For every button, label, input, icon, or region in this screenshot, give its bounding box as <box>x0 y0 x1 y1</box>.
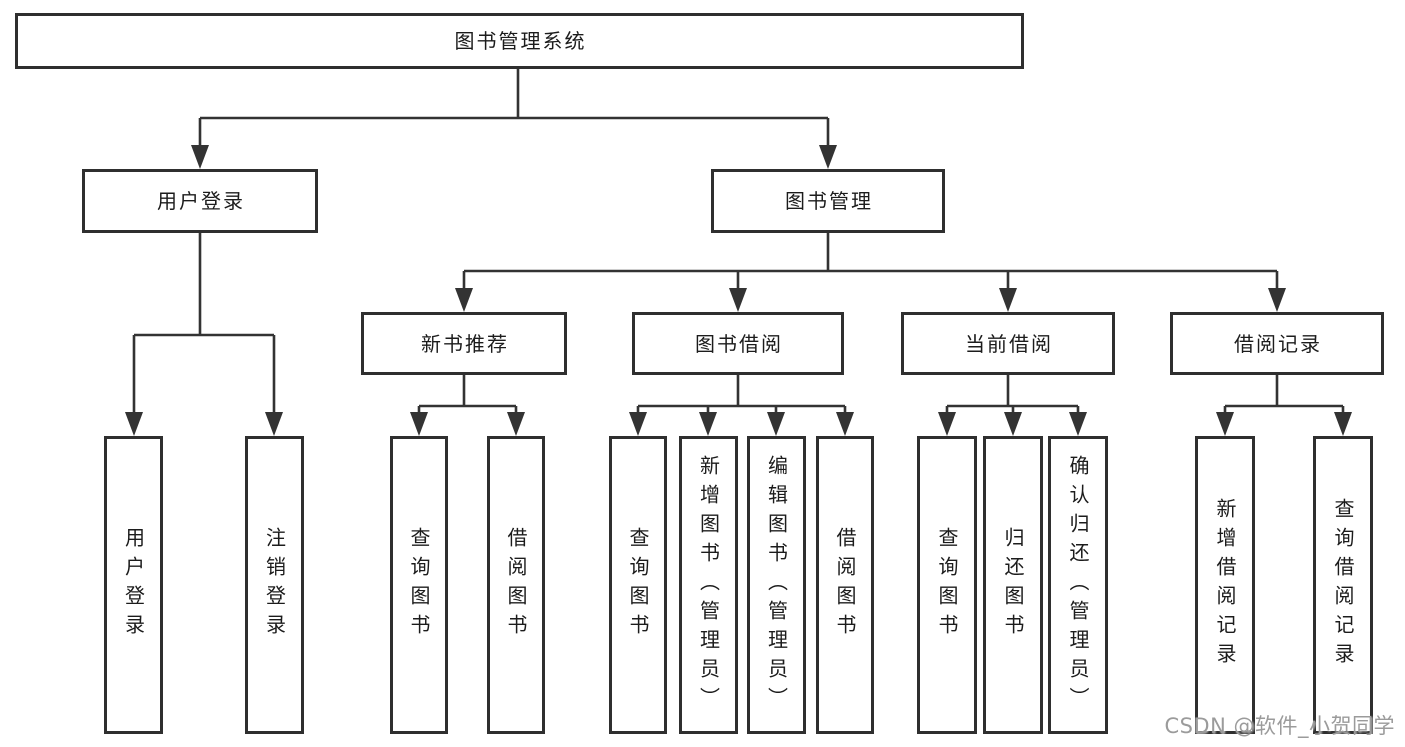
node-book-management: 图书管理 <box>711 169 945 233</box>
node-current-borrow: 当前借阅 <box>901 312 1115 375</box>
watermark: CSDN @软件_小贺同学 <box>1164 714 1395 738</box>
node-user-login-leaf: 用户登录 <box>104 436 163 734</box>
node-user-login: 用户登录 <box>82 169 318 233</box>
node-root: 图书管理系统 <box>15 13 1024 69</box>
node-bb-borrow-book: 借阅图书 <box>816 436 874 734</box>
node-cb-query-book: 查询图书 <box>917 436 977 734</box>
node-logout-leaf: 注销登录 <box>245 436 304 734</box>
node-bb-query-book: 查询图书 <box>609 436 667 734</box>
node-new-book-recommend: 新书推荐 <box>361 312 567 375</box>
node-bb-add-book: 新增图书（管理员） <box>679 436 738 734</box>
node-nbr-borrow-book: 借阅图书 <box>487 436 545 734</box>
node-cb-return-book: 归还图书 <box>983 436 1043 734</box>
node-book-borrow: 图书借阅 <box>632 312 844 375</box>
arrowheads <box>125 145 1352 436</box>
node-cb-confirm-return: 确认归还（管理员） <box>1048 436 1108 734</box>
node-br-query-record: 查询借阅记录 <box>1313 436 1373 734</box>
node-bb-edit-book: 编辑图书（管理员） <box>747 436 806 734</box>
node-br-add-record: 新增借阅记录 <box>1195 436 1255 734</box>
node-nbr-query-book: 查询图书 <box>390 436 448 734</box>
node-borrow-record: 借阅记录 <box>1170 312 1384 375</box>
